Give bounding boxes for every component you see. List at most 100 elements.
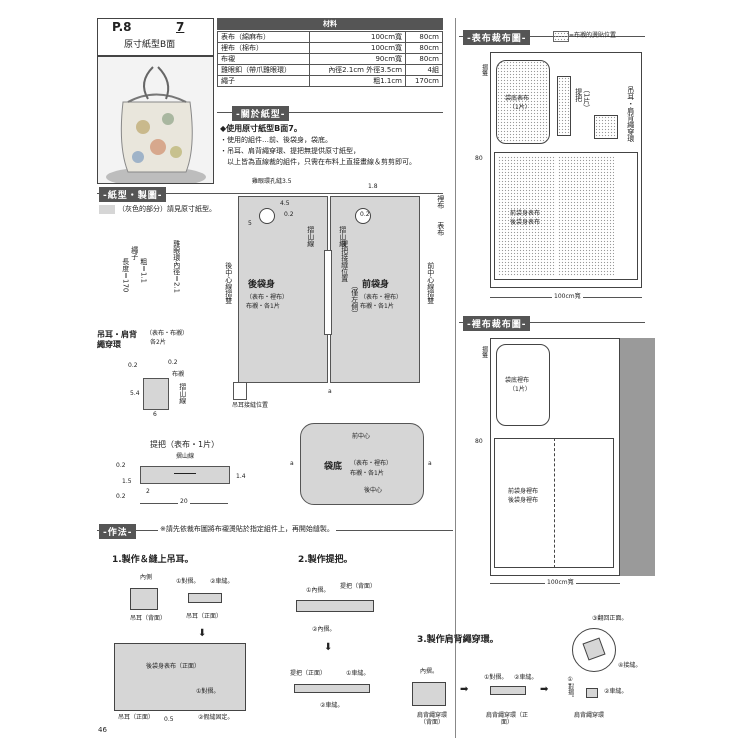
back-body-label: 後袋身 (248, 280, 276, 290)
outer-loop-label: 吊耳・肩背繩穿環 (626, 86, 635, 142)
front-body-count: 布襯・各1片 (360, 303, 394, 310)
handle-dim-1-4: 1.4 (236, 473, 246, 480)
loop-sub: （表布・布襯） (146, 330, 189, 337)
outer-body-piece (494, 152, 638, 280)
handle-dim-2: 2 (146, 488, 150, 495)
step3-turn: ③翻回正面。 (592, 615, 628, 622)
a-label-3: a (428, 460, 432, 467)
dim-0-2b: 0.2 (360, 211, 370, 218)
legend-text: =布襯的燙貼位置 (569, 32, 617, 39)
step1-baste: ②假縫固定。 (198, 714, 234, 721)
lining-title: -裡布裁布圖- (463, 316, 531, 331)
step3-ring-front-label: 肩背繩穿環（正面） (485, 712, 528, 727)
outer-bottom-label: 袋底表布 (505, 95, 530, 102)
step2-arrow-down: ⬇ (324, 642, 333, 653)
pattern-name: 原寸紙型B面 (124, 40, 176, 50)
howto-note: ※請先依裁布圖將布襯燙貼於指定組件上，再開始縫製。 (158, 525, 336, 534)
step3-arrow-2: ➡ (540, 684, 549, 695)
about-heading: ◆使用原寸紙型B面7。 (220, 124, 302, 133)
bottom-count: 布襯・各1片 (350, 470, 384, 477)
lining-bottom-piece (496, 344, 550, 426)
outer-bottom-piece (496, 60, 550, 144)
loop-fold: 摺山線 (178, 383, 187, 404)
step3-stitch4: ④接縫。 (618, 662, 642, 669)
materials-header: 材料 (217, 18, 443, 30)
back-body-sub: （表布・裡布） (246, 294, 289, 301)
a-label-1: a (328, 388, 332, 395)
loop-dim-5-4: 5.4 (130, 390, 140, 397)
front-body-sub: （表布・裡布） (360, 294, 403, 301)
step1-dim: 0.5 (164, 716, 174, 723)
handle-piece (140, 466, 230, 484)
page-ref: P.8 (112, 20, 132, 34)
outer-body-right (558, 156, 614, 276)
fold-line-right: 摺山線 (338, 226, 347, 247)
step1-stitch: ②車縫。 (210, 578, 234, 585)
outer-handle-count: （1片） (582, 86, 591, 112)
loop-piece (143, 378, 169, 410)
dim-5: 5 (248, 220, 252, 227)
eyelet-pos-label: 雞眼環孔縫3.5 (252, 178, 292, 185)
step1-title: 1.製作＆縫上吊耳。 (112, 555, 194, 565)
rope-width: 粗＝1.1 (139, 258, 148, 284)
lining-bottom-label: 袋底裡布 (505, 377, 530, 384)
outer-fold: 摺雙 (480, 64, 488, 76)
lining-fabric (490, 338, 620, 576)
step3-ring-label: 肩背繩穿環 (574, 712, 605, 719)
step1-inner: 內側 (140, 574, 153, 581)
dim-4-5: 4.5 (280, 200, 290, 207)
outer-loop-piece (594, 115, 618, 139)
rope-name: 繩子 (130, 246, 139, 260)
step2-inner2: ②內摺。 (312, 626, 336, 633)
lining-fold: 摺雙 (480, 346, 488, 358)
outer-title: -表布裁布圖- (463, 30, 531, 45)
handle-pos-note: （僅左側） (350, 282, 359, 317)
step3-stitch: ②車縫。 (514, 674, 538, 681)
step2-handle-piece (296, 600, 374, 612)
dim-0-2: 0.2 (284, 211, 294, 218)
pattern-title: -紙型・製圖- (99, 187, 167, 202)
about-line-3: 以上皆為直線裁的組件，只需在布料上直接畫線＆剪剪即可。 (220, 158, 416, 166)
handle-fold: 摺山線 (176, 453, 195, 460)
outer-width: 100cm寬 (552, 293, 583, 301)
bottom-title: 袋底 (324, 462, 343, 472)
step1-body-label: 後袋身表布（正面） (146, 663, 201, 670)
step3-fold: ①對摺。 (484, 674, 508, 681)
front-eyelet (355, 208, 371, 224)
lining-height: 80 (475, 438, 483, 445)
step3-ring-back (412, 682, 446, 706)
handle-dim-0-2: 0.2 (116, 462, 126, 469)
handle-slot (324, 250, 332, 335)
loop-count: 各2片 (150, 339, 166, 346)
step3-fold1: ①對摺。 (566, 676, 574, 701)
step2-handle-back: 提把（背面） (340, 583, 377, 590)
about-line-1: ・使用的組件…前、後袋身，袋底。 (220, 136, 332, 144)
page-number: 46 (98, 726, 107, 734)
step1-loop-front-label: 吊耳（正面） (186, 613, 223, 620)
pattern-rule (97, 193, 443, 194)
loop-pos-marker (233, 382, 247, 400)
outer-body-left (498, 156, 556, 276)
loop-fabric: 布襯 (172, 371, 185, 378)
pattern-number: 7 (176, 20, 185, 34)
bottom-front: 前中心 (352, 433, 371, 440)
loop-dim-0-2: 0.2 (128, 362, 138, 369)
rope-length: 長度＝170 (121, 258, 130, 293)
fabric-label: 表布 (436, 222, 445, 236)
lining-bottom-count: （1片） (509, 386, 531, 393)
step2-handle-front: 提把（正面） (290, 670, 327, 677)
outer-body-label: 前袋身表布 (510, 210, 541, 217)
step3-title: 3.製作肩背繩穿環。 (417, 635, 499, 645)
loop-pos-label: 吊耳接縫位置 (232, 402, 269, 409)
lining-body2-label: 後袋身裡布 (508, 497, 539, 504)
bottom-piece (300, 423, 424, 505)
about-title: -關於紙型- (232, 106, 290, 121)
pattern-note: （灰色的部分）請見原寸紙型。 (118, 205, 216, 213)
lining-label: 裡布 (436, 195, 445, 209)
step1-arrow-down: ⬇ (198, 628, 207, 639)
back-body-count: 布襯・各1片 (246, 303, 280, 310)
